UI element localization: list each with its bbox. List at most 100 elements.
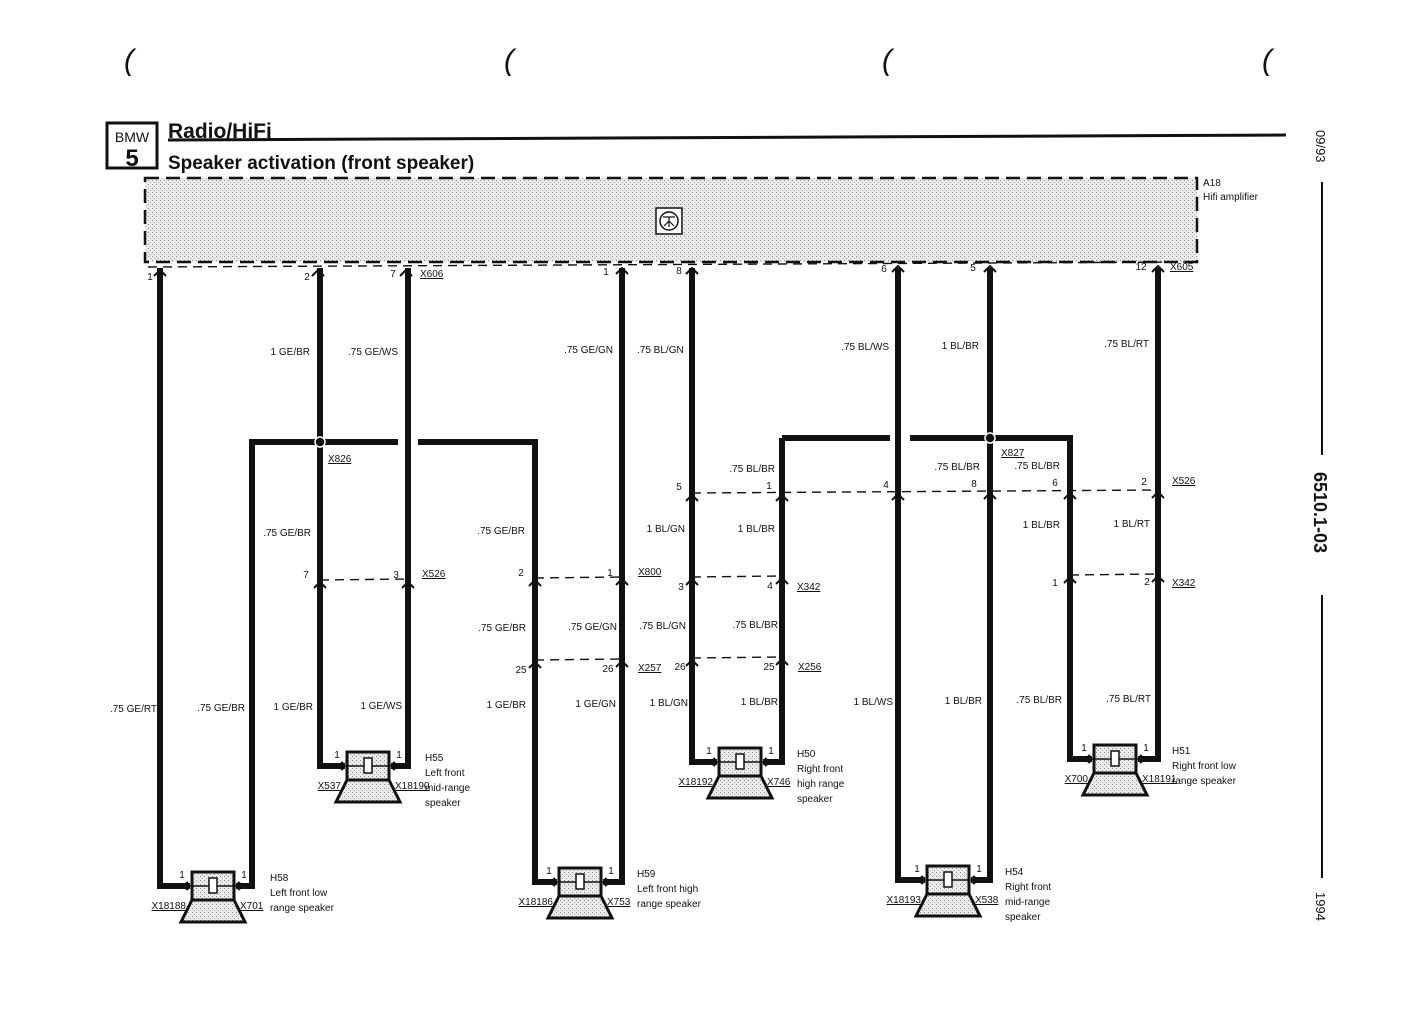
connector-fork-icon <box>775 493 789 502</box>
connector-label: X256 <box>798 662 822 673</box>
connector-fork-icon <box>528 578 542 587</box>
pin-number: 7 <box>303 570 309 581</box>
wire-color-label: 1 GE/GN <box>575 699 616 710</box>
connector-fork-icon <box>685 493 699 502</box>
speaker-connector-left: X537 <box>318 781 342 792</box>
svg-text:BMW: BMW <box>115 129 150 145</box>
pin-number: 6 <box>881 264 887 275</box>
connector-fork-icon <box>775 576 789 585</box>
speaker-coil-icon <box>735 753 745 770</box>
module-name: Hifi amplifier <box>1203 192 1259 203</box>
speakers <box>178 743 1150 924</box>
pin-number: 4 <box>767 581 773 592</box>
pin-number: 1 <box>607 568 613 579</box>
pin-number: 7 <box>390 269 396 280</box>
speaker-h51 <box>1080 743 1150 797</box>
speaker-description: mid-range <box>425 783 470 794</box>
speaker-coil-icon <box>1110 750 1120 767</box>
pin-number: 25 <box>763 662 775 673</box>
speaker-pin-number: 1 <box>546 866 552 877</box>
pin-number: 6 <box>1052 478 1058 489</box>
pin-number: 2 <box>518 568 524 579</box>
wire <box>317 268 345 769</box>
speaker-id: H58 <box>270 873 289 884</box>
wire-color-label: .75 GE/BR <box>477 526 525 537</box>
wire-color-label: .75 BL/RT <box>1104 339 1149 350</box>
connector-label: X257 <box>638 663 662 674</box>
speaker-description: Left front low <box>270 888 328 899</box>
connector-fork-icon <box>615 659 629 668</box>
speaker-h54 <box>913 864 983 918</box>
pin-number: 2 <box>1141 477 1147 488</box>
page-title: Radio/HiFi <box>168 120 272 143</box>
speaker-id: H59 <box>637 869 656 880</box>
pin-number: 1 <box>766 481 772 492</box>
pin-number: 8 <box>676 266 682 277</box>
connector-label: X826 <box>328 454 352 465</box>
connector-fork-icon <box>685 577 699 586</box>
connector-dashed-line <box>691 656 783 659</box>
pin-number: 8 <box>971 479 977 490</box>
pin-number: 26 <box>674 662 686 673</box>
pin-number: 1 <box>603 267 609 278</box>
pin-number: 3 <box>678 582 684 593</box>
wire-color-label: 1 GE/BR <box>274 702 313 713</box>
wire <box>910 435 1092 762</box>
page-subtitle: Speaker activation (front speaker) <box>168 153 474 174</box>
connector-dashed-line <box>534 658 623 661</box>
year: 1994 <box>1313 892 1328 921</box>
speaker-h55 <box>333 750 403 804</box>
wire <box>157 268 190 889</box>
pin-number: 26 <box>602 664 614 675</box>
wire-color-label: .75 BL/BR <box>1016 695 1062 706</box>
revision-date: 09/93 <box>1313 130 1328 163</box>
wire-color-label: 1 GE/BR <box>271 347 310 358</box>
binder-marks: (((( <box>124 44 1275 77</box>
pin-number: 4 <box>883 480 889 491</box>
speaker-description: range speaker <box>637 899 702 910</box>
speaker-connector-right: X18190 <box>395 781 430 792</box>
svg-text:(: ( <box>1262 44 1275 77</box>
speaker-h59 <box>545 866 615 920</box>
wire-color-label: 1 BL/BR <box>1023 520 1060 531</box>
wire-color-label: 1 BL/BR <box>738 524 775 535</box>
connector-fork-icon <box>891 264 905 273</box>
svg-text:5: 5 <box>125 145 138 172</box>
wire-color-label: .75 BL/GN <box>637 345 684 356</box>
speaker-cone-icon <box>913 892 983 918</box>
connector-fork-icon <box>311 268 325 277</box>
speaker-connector-left: X18193 <box>887 895 922 906</box>
speaker-pin-number: 1 <box>608 866 614 877</box>
speaker-pin-number: 1 <box>976 864 982 875</box>
wire-color-label: 1 BL/GN <box>650 698 688 709</box>
connector-fork-icon <box>615 266 629 275</box>
title-rule <box>167 133 1287 142</box>
speaker-pin-number: 1 <box>1143 743 1149 754</box>
speaker-pin-number: 1 <box>396 750 402 761</box>
connector-fork-icon <box>775 657 789 666</box>
speaker-pin-number: 1 <box>914 864 920 875</box>
speaker-connector-left: X18186 <box>519 897 554 908</box>
speaker-description: Right front <box>797 764 843 775</box>
speaker-connector-left: X18192 <box>679 777 714 788</box>
speaker-pin-number: 1 <box>768 746 774 757</box>
pin-number: 1 <box>147 272 153 283</box>
speaker-h58 <box>178 870 248 924</box>
speaker-description: Left front <box>425 768 465 779</box>
wire-color-label: .75 BL/BR <box>732 620 778 631</box>
labels: 1 GE/BR.75 GE/WS.75 GE/GN.75 BL/GN.75 BL… <box>110 262 1237 923</box>
wire-color-label: 1 BL/BR <box>945 696 982 707</box>
speaker-description: mid-range <box>1005 897 1050 908</box>
pin-number: 12 <box>1135 262 1147 273</box>
document-number: 6510.1-03 <box>1310 472 1330 553</box>
speaker-pin-number: 1 <box>334 750 340 761</box>
connector-fork-icon <box>1151 264 1165 273</box>
connector-fork-icon <box>891 492 905 501</box>
wire-color-label: .75 GE/BR <box>478 623 526 634</box>
wire-color-label: .75 GE/BR <box>197 703 245 714</box>
speaker-pin-number: 1 <box>179 870 185 881</box>
connector-fork-icon <box>983 491 997 500</box>
wire <box>895 268 925 883</box>
connector-label: X342 <box>797 582 821 593</box>
speaker-coil-icon <box>363 757 373 774</box>
